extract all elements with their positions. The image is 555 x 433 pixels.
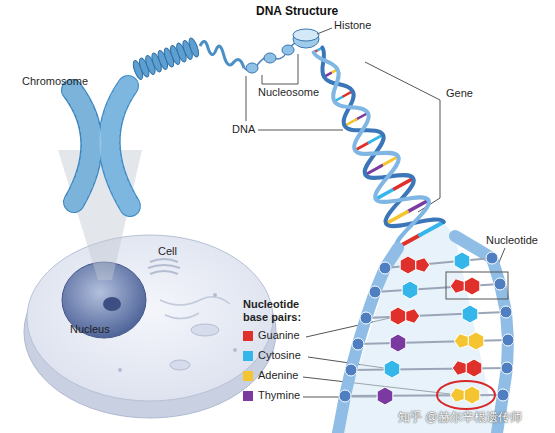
double-helix <box>314 52 429 248</box>
phosphate-bead <box>339 252 514 402</box>
part-label: DNA <box>232 123 255 136</box>
phosphate-bead <box>502 334 514 346</box>
leader-line <box>317 28 332 34</box>
cell <box>170 360 190 370</box>
nucleotide-base <box>400 256 430 274</box>
nucleosome <box>264 53 276 63</box>
watermark: 知乎 @赫尔辛根遗传师 <box>398 411 522 425</box>
nucleotide-base <box>384 360 400 378</box>
nucleotide-box <box>446 272 508 299</box>
legend-text: Guanine <box>258 329 300 342</box>
nucleotide-base <box>454 332 484 350</box>
phosphate-bead <box>345 364 357 376</box>
legend-text: Adenine <box>258 369 298 382</box>
base-pair-rung <box>345 258 508 396</box>
phosphate-bead <box>501 362 513 374</box>
leader-line <box>246 76 247 121</box>
part-label: Nucleus <box>70 323 110 336</box>
base-pair-rung <box>358 340 508 344</box>
highlight-circle <box>437 381 495 409</box>
histone <box>293 29 319 41</box>
double-helix <box>420 222 444 235</box>
legend-text: Cytosine <box>258 349 301 362</box>
phosphate-bead <box>494 278 506 290</box>
cell <box>118 368 122 372</box>
part-label: Chromosome <box>22 75 88 88</box>
part-label: Gene <box>446 87 473 100</box>
legend-heading: Nucleotide base pairs: <box>243 298 323 323</box>
base-pair-rung <box>351 368 507 370</box>
leader-line <box>262 54 298 84</box>
legend-swatch <box>243 331 253 341</box>
chromatin-fiber <box>187 37 200 58</box>
legend-swatch <box>243 351 253 361</box>
cell <box>191 324 219 336</box>
phosphate-bead <box>360 312 372 324</box>
nucleus <box>103 297 121 311</box>
chromosome <box>72 90 92 202</box>
nucleotide-base <box>377 252 484 405</box>
legend-swatch <box>243 371 253 381</box>
cell <box>148 259 180 274</box>
chromatin-fiber <box>200 41 244 68</box>
cell <box>233 348 237 352</box>
nucleotide-base <box>390 334 406 352</box>
phosphate-bead <box>369 286 381 298</box>
legend-swatch <box>243 391 253 401</box>
part-label: Cell <box>158 245 177 258</box>
legend-text: Thymine <box>258 389 300 402</box>
base-pair-rung <box>375 284 500 292</box>
phosphate-bead <box>339 390 351 402</box>
dna-backbone <box>455 236 508 433</box>
chromosome <box>109 86 130 206</box>
leader-line <box>258 130 343 131</box>
double-helix <box>314 48 444 248</box>
part-label: Nucleotide <box>486 234 538 247</box>
nucleotide-base <box>377 387 393 405</box>
nucleotide-base <box>450 386 480 404</box>
nucleotide-base <box>462 305 478 323</box>
phosphate-bead <box>486 252 498 264</box>
histone <box>293 30 319 48</box>
cell <box>213 293 217 297</box>
phosphate-bead <box>500 306 512 318</box>
cell <box>160 297 230 319</box>
phosphate-bead <box>497 389 509 401</box>
nucleosome <box>282 45 294 55</box>
double-helix <box>355 143 369 151</box>
chromatin-fiber <box>131 37 244 81</box>
histone <box>293 29 319 48</box>
cell <box>24 235 276 418</box>
nucleotide-base <box>452 359 482 377</box>
phosphate-bead <box>352 338 364 350</box>
nucleotide-base <box>402 281 418 299</box>
nucleotide-base <box>454 252 470 270</box>
nucleotide-base <box>390 307 420 325</box>
dna-backbone <box>338 236 508 433</box>
dna-backbone <box>338 248 398 433</box>
title: DNA Structure <box>256 5 338 19</box>
chromosome <box>109 86 130 206</box>
nucleosome <box>244 42 304 73</box>
phosphate-bead <box>379 262 391 274</box>
cell <box>27 235 273 401</box>
chromosome <box>72 90 92 202</box>
part-label: Histone <box>334 19 371 32</box>
nucleosome <box>246 63 258 73</box>
part-label: Nucleosome <box>258 86 319 99</box>
nucleotide-base <box>450 277 480 295</box>
chromosome <box>72 86 130 206</box>
base-pair-rung <box>366 312 506 318</box>
